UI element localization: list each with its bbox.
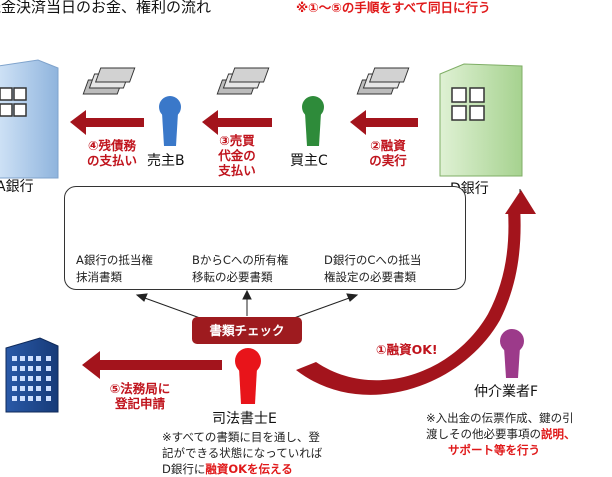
scrivener-note-line3-pre: D銀行に — [162, 462, 206, 476]
scrivener-note-line1: ※すべての書類に目を通し、登 — [162, 430, 320, 444]
step4-line1: ④残債務 — [87, 138, 137, 153]
step1-label: ①融資OK! — [376, 342, 438, 357]
seller-label: 売主B — [147, 153, 185, 169]
documents-box — [64, 186, 466, 290]
scrivener-note: ※すべての書類に目を通し、登 記ができる状態になっていれば D銀行に融資OKを伝… — [162, 429, 322, 477]
document-text-1: A銀行の抵当権 抹消書類 — [76, 252, 153, 286]
scrivener-note-line3: D銀行に融資OKを伝える — [162, 461, 322, 477]
agent-note-line2: 渡しその他必要事項の説明、 — [426, 426, 576, 442]
step3-line2: 代金の — [218, 148, 256, 163]
money-stack-icon-1 — [82, 67, 136, 95]
agent-note-line1: ※入出金の伝票作成、鍵の引 — [426, 411, 574, 425]
top-note: ※①～⑤の手順をすべて同日に行う — [296, 0, 491, 15]
document-1-line1: A銀行の抵当権 — [76, 253, 153, 267]
document-2-line2: 移転の必要書類 — [192, 270, 273, 284]
buyer-person-icon — [302, 96, 324, 146]
agent-note-line3-red: サポート等を行う — [448, 443, 540, 457]
step2-line2: の実行 — [369, 153, 407, 168]
step4-label: ④残債務 の支払い — [76, 138, 148, 168]
agent-label: 仲介業者F — [474, 384, 539, 400]
arrow-step4 — [70, 110, 144, 135]
arrow-step5 — [82, 351, 222, 379]
scrivener-note-line3-red: 融資OKを伝える — [205, 462, 293, 476]
money-stack-icon-3 — [356, 67, 410, 95]
step5-line1: ⑤法務局に — [109, 381, 171, 396]
money-stack-icon-2 — [216, 67, 270, 95]
agent-note: ※入出金の伝票作成、鍵の引 渡しその他必要事項の説明、 サポート等を行う — [426, 410, 576, 458]
buyer-label: 買主C — [290, 153, 328, 169]
arrow-step1-curve — [296, 190, 536, 395]
scrivener-note-line2: 記ができる状態になっていれば — [162, 446, 323, 460]
step4-line2: の支払い — [86, 153, 137, 168]
step3-line3: 支払い — [218, 163, 256, 178]
step5-line2: 登記申請 — [114, 396, 165, 411]
bank-a-label: A銀行 — [0, 179, 34, 195]
scrivener-person-icon — [235, 348, 261, 404]
document-2-line1: BからCへの所有権 — [192, 253, 289, 267]
document-check-button[interactable]: 書類チェック — [192, 317, 302, 344]
document-text-3: D銀行のCへの抵当 権設定の必要書類 — [324, 252, 421, 286]
seller-person-icon — [159, 96, 181, 146]
step5-label: ⑤法務局に 登記申請 — [100, 381, 180, 411]
arrow-step3 — [202, 110, 272, 135]
agent-note-line2-red: 説明、 — [541, 427, 576, 441]
step3-line1: ③売買 — [219, 133, 255, 148]
agent-note-line3: サポート等を行う — [426, 442, 576, 458]
step3-label: ③売買 代金の 支払い — [212, 133, 262, 178]
document-3-line1: D銀行のCへの抵当 — [324, 253, 422, 267]
step2-label: ②融資 の実行 — [362, 138, 414, 168]
agent-note-line2-pre: 渡しその他必要事項の — [426, 427, 541, 441]
document-3-line2: 権設定の必要書類 — [324, 270, 416, 284]
step2-line1: ②融資 — [370, 138, 406, 153]
check-arrows — [135, 289, 359, 319]
arrow-step2 — [350, 110, 418, 135]
bank-d-building-icon — [439, 63, 523, 177]
bank-a-building-icon — [0, 59, 59, 179]
legal-bureau-building-icon — [5, 337, 59, 413]
scrivener-label: 司法書士E — [212, 411, 277, 427]
agent-person-icon — [500, 329, 524, 378]
page-title: 残金決済当日のお金、権利の流れ — [0, 0, 212, 16]
document-1-line2: 抹消書類 — [76, 270, 122, 284]
document-text-2: BからCへの所有権 移転の必要書類 — [192, 252, 288, 286]
